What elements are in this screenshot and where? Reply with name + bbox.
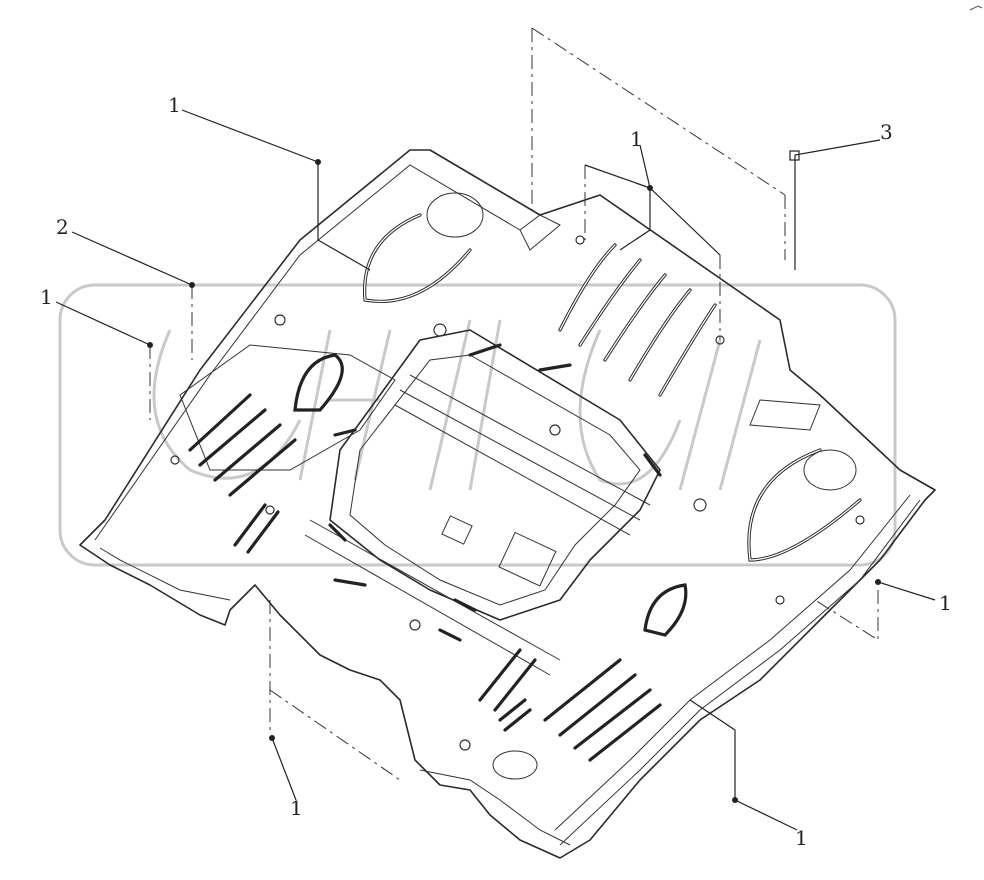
callout-label: 3 bbox=[880, 120, 893, 144]
watermark bbox=[58, 283, 897, 567]
floor-panel bbox=[79, 149, 936, 859]
stiffening-beads bbox=[188, 213, 862, 762]
centre-lines bbox=[149, 27, 879, 781]
callout-label: 1 bbox=[939, 591, 952, 615]
callout-label: 1 bbox=[290, 796, 303, 820]
callout-label: 1 bbox=[168, 93, 181, 117]
callout-label: 1 bbox=[40, 285, 53, 309]
callout-label: 1 bbox=[795, 826, 808, 850]
callout-labels: 1 2 1 1 3 1 1 1 bbox=[40, 93, 952, 850]
callout-label: 2 bbox=[56, 215, 69, 239]
callout-label: 1 bbox=[630, 127, 643, 151]
leader-lines bbox=[55, 109, 936, 831]
corner-mark bbox=[969, 5, 983, 11]
mounting-holes bbox=[170, 235, 865, 751]
